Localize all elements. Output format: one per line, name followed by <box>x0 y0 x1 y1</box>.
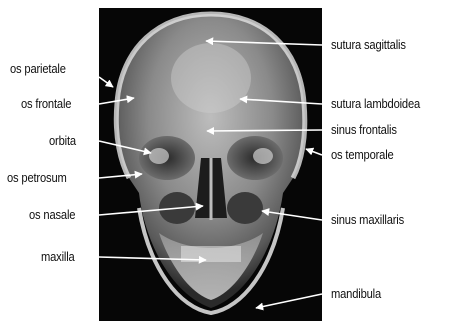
arrow-sinus-maxillaris <box>262 211 322 220</box>
arrow-sutura-lambdoidea <box>240 99 322 104</box>
arrow-os-petrosum <box>99 174 142 178</box>
arrow-mandibula <box>256 294 322 308</box>
arrow-sutura-sagittalis <box>206 41 322 45</box>
arrow-sinus-frontalis <box>207 130 322 131</box>
arrow-os-parietale <box>99 77 113 87</box>
arrow-os-frontale <box>99 98 134 104</box>
arrow-maxilla <box>99 257 206 260</box>
arrow-orbita <box>99 141 151 153</box>
arrow-os-nasale <box>99 206 203 215</box>
arrow-os-temporale <box>306 149 322 155</box>
